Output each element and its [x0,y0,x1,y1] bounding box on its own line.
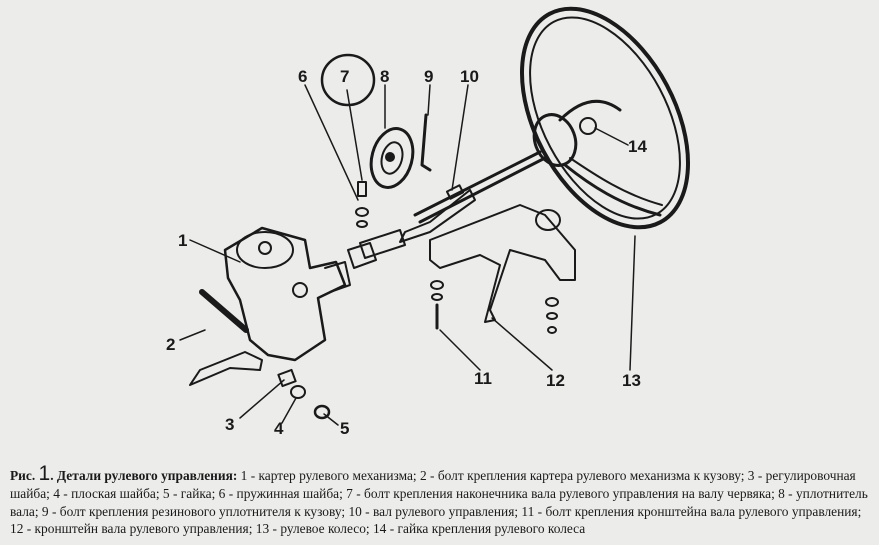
caption-title: . Детали рулевого управления: [50,468,238,484]
figure-caption: Рис. 1. Детали рулевого управления: 1 - … [10,462,872,537]
highlight-circle [320,53,376,107]
steering-shaft-drawing [347,150,547,269]
bolt-2-drawing [199,289,249,333]
part-label-5: 5 [340,419,350,438]
part-label-14: 14 [628,137,647,156]
part-label-12: 12 [546,371,565,390]
gear-housing-drawing [189,226,351,386]
part-label-11: 11 [474,369,492,388]
part-label-9: 9 [424,67,434,86]
bolt-11-drawing [430,280,444,330]
part-label-7: 7 [340,67,350,86]
bolt-7-washer-6-drawing [355,181,369,228]
part-label-3: 3 [225,415,235,434]
part-label-8: 8 [380,67,390,86]
shaft-seal-drawing [369,127,415,189]
caption-figure-number: 1 [38,462,51,486]
part-label-10: 10 [460,67,479,86]
steering-wheel-drawing [520,6,690,230]
part-label-6: 6 [298,67,308,86]
bolt-9-drawing [420,113,432,172]
part-label-13: 13 [622,371,641,390]
caption-prefix: Рис. [10,468,36,484]
caption-text: 1 - картер рулевого механизма; 2 - болт … [10,468,868,537]
washers-nut-drawing [277,368,331,420]
steering-parts-diagram: 1 2 3 4 5 6 7 8 9 10 11 12 13 14 [166,6,690,438]
part-label-4: 4 [274,419,284,438]
shaft-bracket-drawing [429,204,576,334]
part-label-1: 1 [178,231,188,250]
part-label-2: 2 [166,335,176,354]
